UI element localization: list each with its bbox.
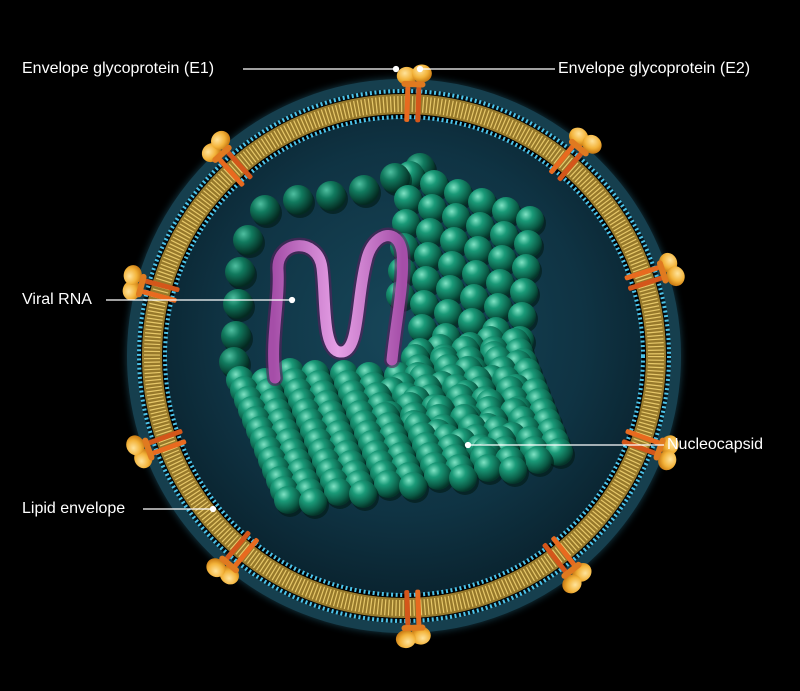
capsomere [458, 308, 486, 336]
capsomere [442, 203, 470, 231]
capsomere [283, 185, 313, 215]
capsomere [524, 446, 552, 474]
capsomere [316, 181, 346, 211]
viral-rna [265, 227, 411, 386]
glycoprotein-spike [396, 64, 432, 123]
capsomere [466, 212, 494, 240]
glycoprotein-spike [549, 127, 602, 182]
capsomere [374, 470, 402, 498]
capsomere [516, 206, 544, 234]
glycoprotein-spike [206, 530, 259, 585]
capsomere [418, 194, 446, 222]
capsomere [392, 209, 420, 237]
capsomere [399, 472, 427, 500]
label-e1: Envelope glycoprotein (E1) [22, 60, 215, 77]
capsomere [468, 188, 496, 216]
capsomere [349, 175, 379, 205]
capsomere [510, 278, 538, 306]
capsomere [416, 218, 444, 246]
capsomere [508, 302, 536, 330]
capsomere [460, 284, 488, 312]
glycoprotein-spike [621, 429, 679, 471]
capsomere [274, 486, 302, 514]
capsomere [462, 260, 490, 288]
capsomere [449, 464, 477, 492]
capsomere [440, 227, 468, 255]
capsomere [408, 314, 436, 342]
capsomere [225, 257, 255, 287]
capsomere [486, 269, 514, 297]
capsomere [512, 254, 540, 282]
capsomere [424, 462, 452, 490]
nucleocapsid [219, 153, 575, 519]
capsomere [438, 251, 466, 279]
leader-lines [106, 65, 664, 513]
capsomere [474, 454, 502, 482]
glycoprotein-spike [542, 536, 592, 594]
capsomere [299, 488, 327, 516]
capsomere [380, 163, 410, 193]
capsomere [464, 236, 492, 264]
glycoprotein-spike [624, 252, 685, 291]
capsomere [436, 275, 464, 303]
capsomere [490, 221, 518, 249]
label-lipid-envelope: Lipid envelope [22, 500, 126, 517]
capsomere [488, 245, 516, 273]
capsomere [324, 478, 352, 506]
capsomere [394, 185, 422, 213]
capsomere [414, 242, 442, 270]
capsomere [514, 230, 542, 258]
capsomere [412, 266, 440, 294]
glycoprotein-spike [126, 429, 187, 469]
label-viral-rna: Viral RNA [22, 291, 92, 308]
label-e2: Envelope glycoprotein (E2) [558, 60, 751, 77]
capsomere [349, 480, 377, 508]
label-nucleocapsid: Nucleocapsid [667, 436, 764, 453]
capsomere [434, 299, 462, 327]
capsomere [492, 197, 520, 225]
glycoprotein-spikes [122, 64, 685, 649]
capsomere [221, 321, 251, 351]
capsomere [444, 179, 472, 207]
glycoprotein-spike [201, 130, 253, 187]
capsomere [233, 225, 263, 255]
glycoprotein-spike [395, 589, 431, 649]
capsomere [410, 290, 438, 318]
capsomere [499, 456, 527, 484]
capsomere [223, 289, 253, 319]
capsomere [484, 293, 512, 321]
capsomere [250, 195, 280, 225]
capsomere [420, 170, 448, 198]
